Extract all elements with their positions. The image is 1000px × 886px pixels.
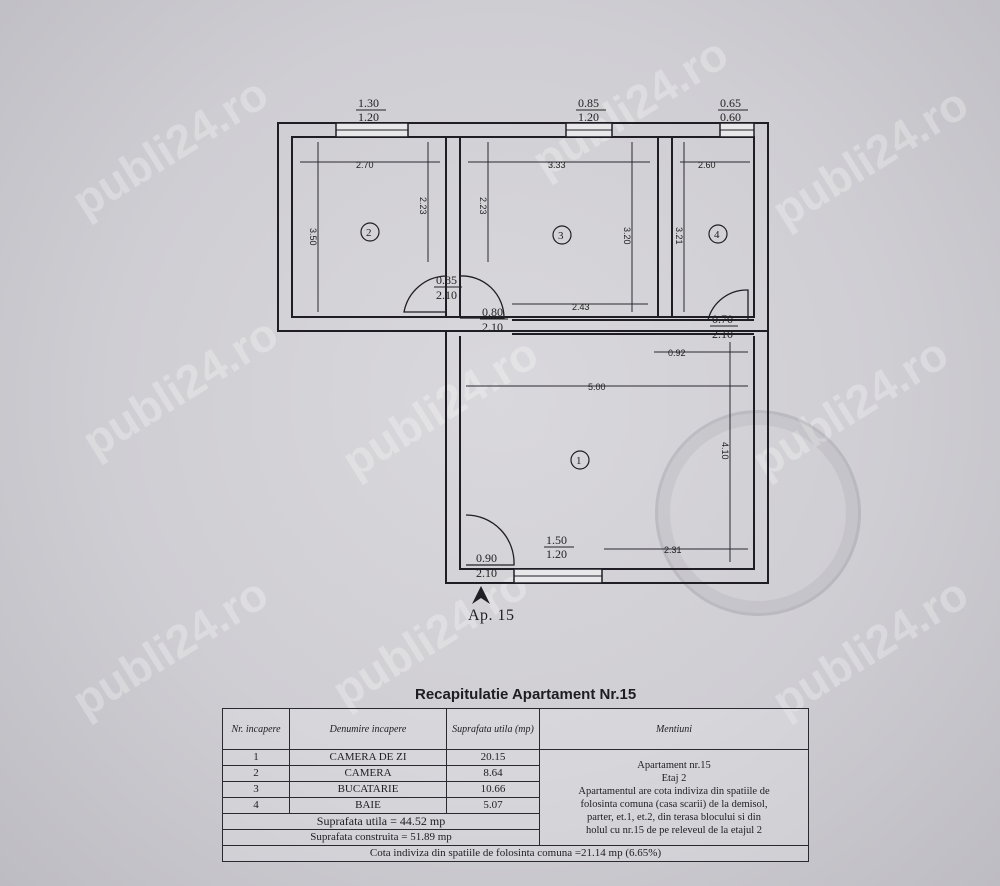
common-share: Cota indiviza din spatiile de folosinta … [222, 845, 809, 862]
door-2-bottom: 2.10 [482, 320, 503, 334]
room-2-height: 3.50 [308, 228, 318, 246]
door-3-top: 0.70 [712, 312, 733, 326]
room-2-inner: 2.23 [418, 197, 428, 215]
built-total: Suprafata construita = 51.89 mp [222, 829, 540, 846]
door-1-top: 0.85 [436, 273, 457, 287]
room-4-height: 3.21 [674, 227, 684, 245]
row-name: BAIE [289, 797, 447, 814]
window-4-bottom: 1.20 [546, 547, 567, 561]
window-2-top: 0.85 [578, 96, 599, 110]
room-4-number: 4 [714, 229, 720, 241]
table-row: 3 BUCATARIE 10.66 [222, 781, 809, 798]
room-1-side: 0.92 [668, 348, 686, 358]
usable-total: Suprafata utila = 44.52 mp [222, 813, 540, 830]
recap-table: Nr. incapere Denumire incapere Suprafata… [222, 708, 809, 862]
door-4-top: 0.90 [476, 551, 497, 565]
row-area: 10.66 [446, 781, 540, 798]
row-nr: 2 [222, 765, 290, 782]
table-title: Recapitulatie Apartament Nr.15 [415, 686, 637, 703]
window-3-bottom: 0.60 [720, 110, 741, 124]
entrance-arrow-icon [472, 586, 490, 604]
window-2-bottom: 1.20 [578, 110, 599, 124]
row-name: CAMERA DE ZI [289, 749, 447, 766]
door-4-bottom: 2.10 [476, 566, 497, 580]
header-nr: Nr. incapere [222, 708, 290, 750]
notes-line: Apartament nr.15 [637, 759, 711, 771]
window-4-top: 1.50 [546, 533, 567, 547]
apartment-label: Ap. 15 [468, 607, 515, 624]
room-2-number: 2 [366, 227, 372, 239]
row-nr: 4 [222, 797, 290, 814]
table-header-row: Nr. incapere Denumire incapere Suprafata… [222, 708, 809, 750]
room-1-height: 4.10 [720, 442, 730, 460]
window-1-bottom: 1.20 [358, 110, 379, 124]
room-3-bottom: 2.43 [572, 302, 590, 312]
table-row: 4 BAIE 5.07 [222, 797, 809, 814]
door-2-top: 0.80 [482, 305, 503, 319]
notes-line: parter, et.1, et.2, din terasa blocului … [587, 811, 761, 823]
room-3-number: 3 [558, 230, 564, 242]
window-1-top: 1.30 [358, 96, 379, 110]
room-4-width: 2.60 [698, 160, 716, 170]
row-nr: 1 [222, 749, 290, 766]
row-area: 20.15 [446, 749, 540, 766]
notes-line: Apartamentul are cota indiviza din spati… [578, 785, 770, 797]
window-3-top: 0.65 [720, 96, 741, 110]
common-share-row: Cota indiviza din spatiile de folosinta … [222, 845, 809, 862]
room-2-width: 2.70 [356, 160, 374, 170]
header-notes: Mentiuni [539, 708, 809, 750]
row-area: 5.07 [446, 797, 540, 814]
row-name: BUCATARIE [289, 781, 447, 798]
notes-line: Etaj 2 [661, 772, 687, 784]
row-area: 8.64 [446, 765, 540, 782]
room-3-inner: 2.23 [478, 197, 488, 215]
notary-stamp-icon [655, 410, 861, 616]
header-area: Suprafata utila (mp) [446, 708, 540, 750]
floor-plan-labels: 2 3 4 1 2.70 3.33 2.60 3.50 2.23 2.23 3.… [308, 96, 748, 604]
room-1-number: 1 [576, 455, 582, 467]
notes-cell: Apartament nr.15 Etaj 2 Apartamentul are… [539, 749, 809, 846]
table-row: 2 CAMERA 8.64 [222, 765, 809, 782]
header-name: Denumire incapere [289, 708, 447, 750]
notes-line: holul cu nr.15 de pe releveul de la etaj… [585, 824, 763, 836]
door-1-bottom: 2.10 [436, 288, 457, 302]
notes-line: folosinta comuna (casa scarii) de la dem… [580, 798, 768, 810]
room-3-height: 3.20 [622, 227, 632, 245]
table-row: 1 CAMERA DE ZI 20.15 Apartament nr.15 Et… [222, 749, 809, 846]
room-3-width: 3.33 [548, 160, 566, 170]
room-1-width: 5.00 [588, 382, 606, 392]
room-1-bottom: 2.31 [664, 545, 682, 555]
row-nr: 3 [222, 781, 290, 798]
row-name: CAMERA [289, 765, 447, 782]
door-3-bottom: 2.10 [712, 327, 733, 341]
